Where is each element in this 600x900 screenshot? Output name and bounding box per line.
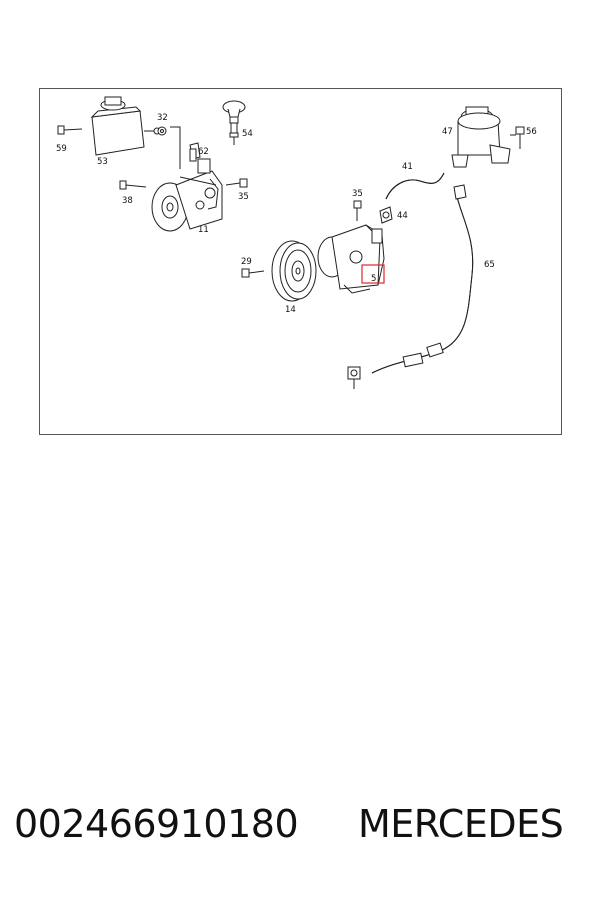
bolt-35-icon — [225, 178, 248, 188]
callout-35b: 35 — [352, 189, 363, 199]
bolt-35b-icon — [353, 200, 362, 221]
callout-56: 56 — [526, 127, 537, 137]
footer-caption: 002466910180 MERCEDES — [0, 802, 600, 862]
callout-59: 59 — [56, 144, 67, 154]
callout-29: 29 — [241, 257, 252, 267]
power-steering-diagram: 59 53 32 62 54 38 35 11 47 56 41 35 44 2… — [56, 96, 537, 389]
bolt-38-icon — [119, 180, 147, 190]
callout-65: 65 — [484, 260, 495, 270]
callout-54: 54 — [242, 129, 253, 139]
callout-11: 11 — [198, 225, 209, 235]
callout-62: 62 — [198, 147, 209, 157]
callout-32: 32 — [157, 113, 168, 123]
clamp-44-icon — [379, 206, 393, 224]
reservoir-47-icon — [451, 106, 516, 168]
callout-41: 41 — [402, 162, 413, 172]
callout-44: 44 — [397, 211, 408, 221]
part-number: 002466910180 — [14, 802, 299, 846]
pump-assembly-11-icon — [151, 148, 223, 232]
bolt-56-icon — [515, 126, 525, 149]
callout-47: 47 — [442, 127, 453, 137]
leader-line-32 — [170, 126, 181, 169]
washer-32-icon — [157, 126, 167, 136]
pump-5-icon — [317, 224, 385, 294]
pulley-14-icon — [271, 240, 317, 302]
hose-41-icon — [385, 172, 445, 200]
diagram-frame: 59 53 32 62 54 38 35 11 47 56 41 35 44 2… — [39, 88, 562, 435]
bolt-29-icon — [241, 268, 265, 278]
callout-35: 35 — [238, 192, 249, 202]
callout-5: 5 — [371, 274, 376, 284]
highlight-box-5 — [361, 264, 385, 284]
brand-name: MERCEDES — [358, 802, 564, 846]
bolt-59-icon — [57, 125, 83, 135]
dipstick-54-icon — [222, 100, 246, 145]
hose-65-icon — [347, 184, 474, 389]
callout-53: 53 — [97, 157, 108, 167]
callout-14: 14 — [285, 305, 296, 315]
callout-38: 38 — [122, 196, 133, 206]
reservoir-53-icon — [90, 96, 161, 156]
